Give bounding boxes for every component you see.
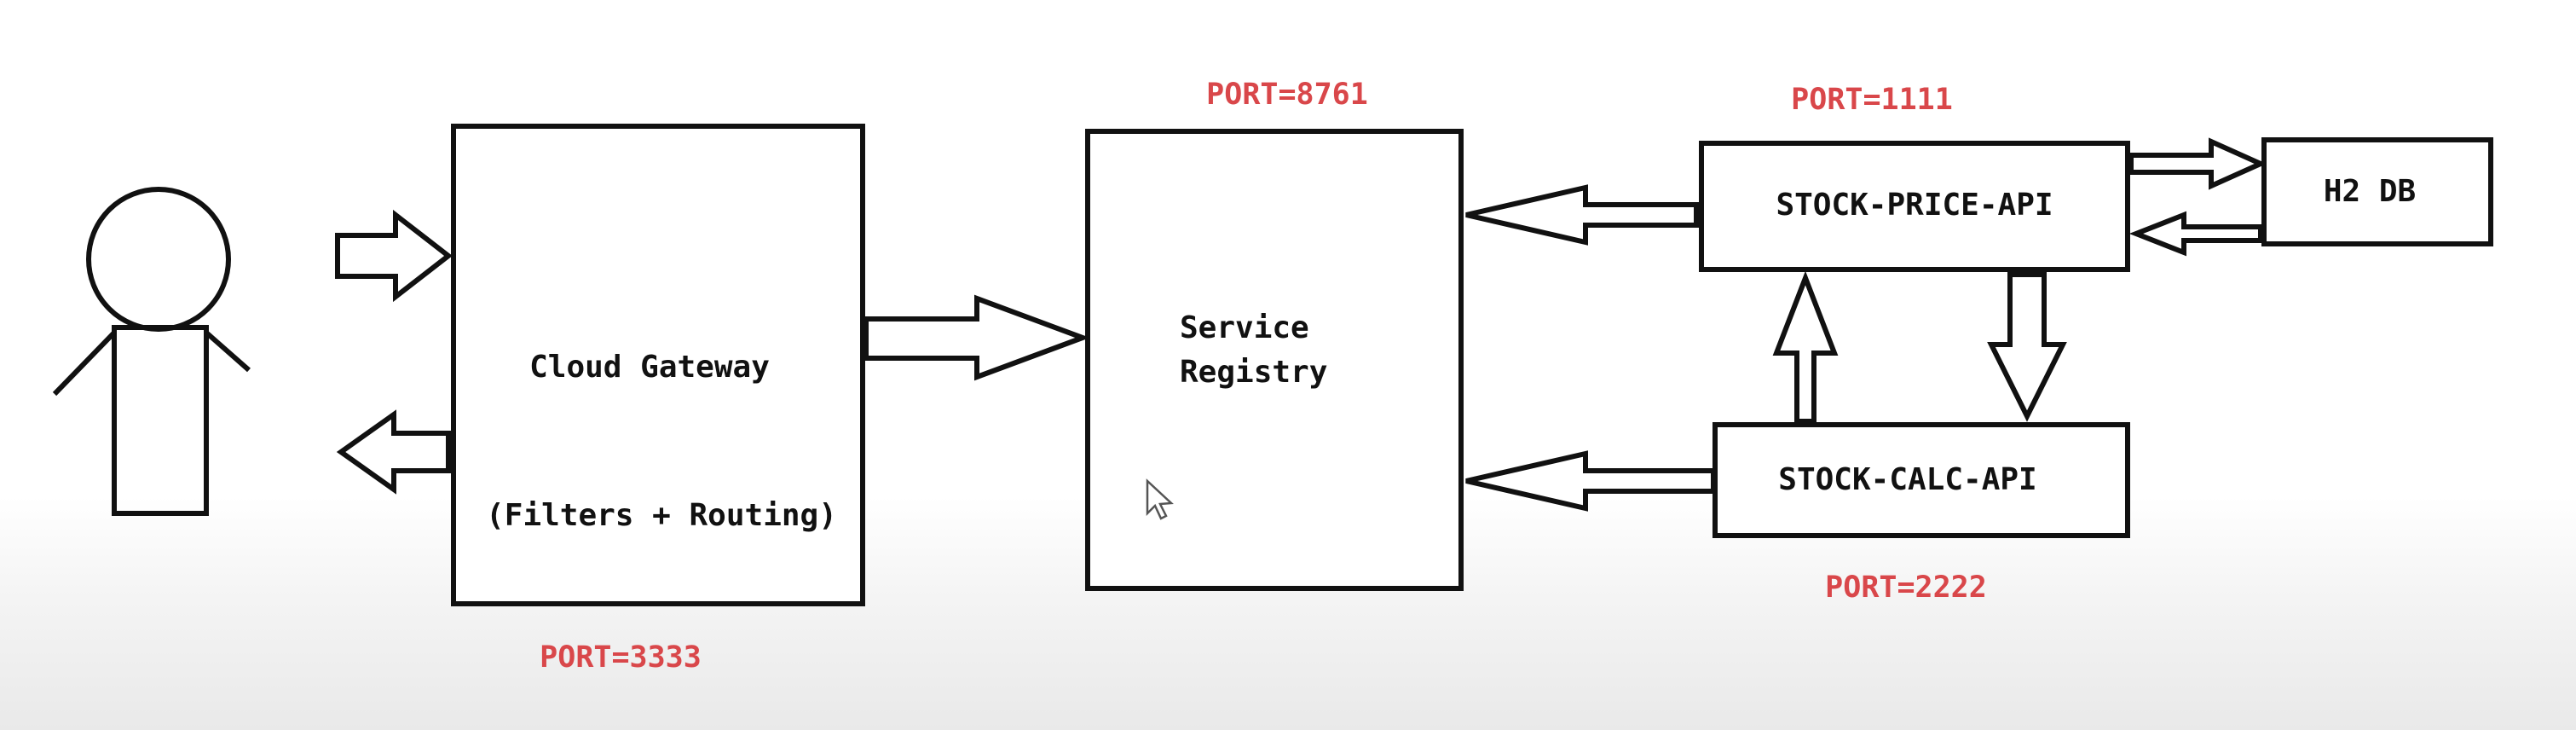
cloud-gateway-box	[451, 124, 865, 606]
arrow-calc-api-to-registry	[1465, 450, 1716, 512]
stock-calc-api-port: PORT=2222	[1825, 571, 1987, 605]
stock-calc-api-label: STOCK-CALC-API	[1778, 462, 2036, 497]
stock-price-api-port: PORT=1111	[1791, 83, 1953, 117]
stock-price-api-label: STOCK-PRICE-API	[1776, 188, 2053, 223]
stock-price-api-node: STOCK-PRICE-API	[1699, 141, 2130, 272]
stock-calc-api-box	[1713, 422, 2130, 538]
user-left-arm	[52, 330, 117, 397]
cloud-gateway-port: PORT=3333	[540, 640, 702, 675]
service-registry-line2: Registry	[1180, 355, 1327, 390]
h2-db-label: H2 DB	[2324, 174, 2416, 209]
stock-price-api-box	[1699, 141, 2130, 272]
service-registry-line1: Service	[1180, 310, 1309, 345]
cloud-gateway-subtitle: (Filters + Routing)	[486, 498, 837, 533]
arrow-price-api-to-registry	[1465, 184, 1699, 246]
user-body	[112, 325, 209, 516]
arrow-user-to-gateway	[335, 209, 453, 303]
arrow-h2db-to-price-api	[2128, 211, 2263, 257]
stock-calc-api-node: STOCK-CALC-API	[1713, 422, 2130, 538]
service-registry-port: PORT=8761	[1206, 78, 1368, 112]
arrow-price-api-to-h2db	[2128, 137, 2267, 190]
cloud-gateway-node: Cloud Gateway (Filters + Routing)	[451, 124, 865, 606]
mouse-cursor-icon	[1146, 478, 1174, 520]
h2-db-box	[2261, 137, 2493, 246]
user-right-arm	[205, 330, 251, 373]
arrow-price-api-to-calc-api	[1987, 272, 2067, 422]
arrow-gateway-to-registry	[863, 294, 1090, 381]
cloud-gateway-title: Cloud Gateway	[529, 350, 770, 385]
h2-db-node: H2 DB	[2261, 137, 2493, 246]
service-registry-node: Service Registry	[1085, 129, 1464, 591]
arrow-gateway-to-user	[336, 409, 451, 495]
user-icon	[52, 187, 251, 516]
user-head	[86, 187, 231, 332]
arrow-calc-api-to-price-api	[1772, 270, 1839, 424]
